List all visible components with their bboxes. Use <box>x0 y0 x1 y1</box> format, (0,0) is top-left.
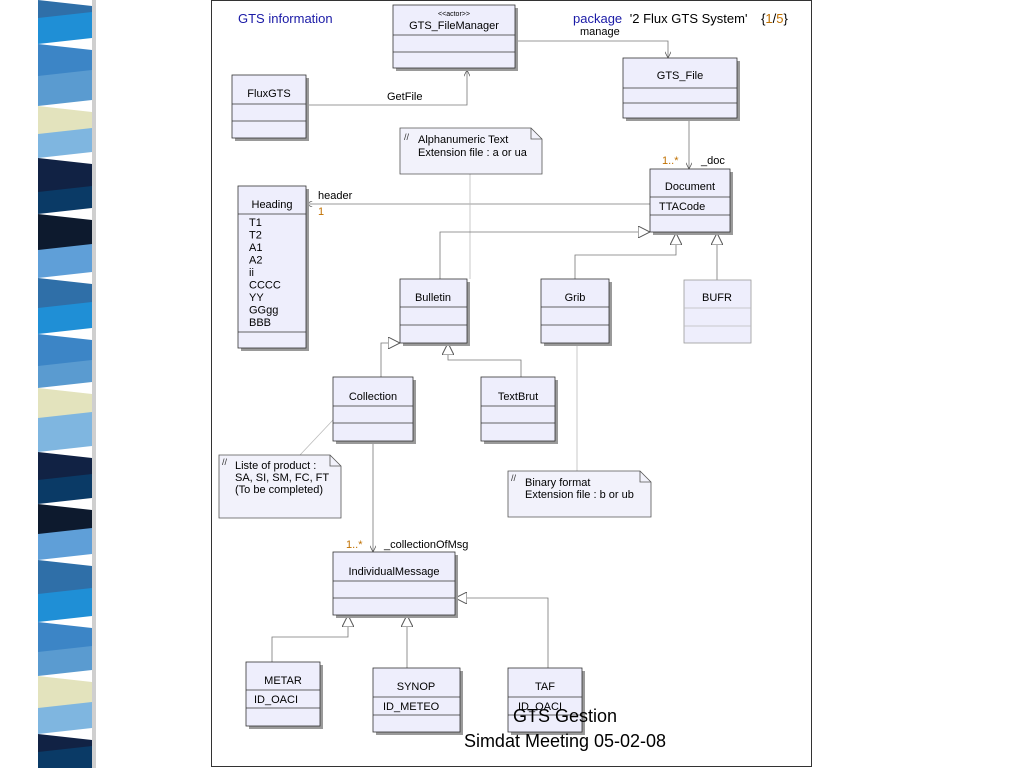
class-metar[interactable]: METAR ID_OACI <box>245 661 323 729</box>
package-label: package '2 Flux GTS System' {1/5} <box>573 11 789 26</box>
note-binary-line-2: Extension file : b or ub <box>525 489 634 501</box>
stripe-block <box>38 412 92 452</box>
class-individualmessage[interactable]: IndividualMessage <box>332 551 458 618</box>
gts-file-name: GTS_File <box>657 70 703 82</box>
fluxgts-name: FluxGTS <box>247 88 290 100</box>
msg-role-label: _collectionOfMsg <box>383 539 468 551</box>
grib-generalization <box>574 233 676 279</box>
stripe-block <box>38 528 92 560</box>
stripe-shadow <box>92 0 96 768</box>
msg-multiplicity: 1..* <box>346 539 363 551</box>
stripe-block <box>38 302 92 334</box>
class-synop[interactable]: SYNOP ID_METEO <box>372 667 463 735</box>
note-products-line-2: SA, SI, SM, FC, FT <box>235 472 329 484</box>
stripe-block <box>38 70 92 106</box>
heading-attr: A1 <box>249 242 262 254</box>
note-binary: // Binary format Extension file : b or u… <box>507 470 652 518</box>
grib-name: Grib <box>565 292 586 304</box>
class-gts-file[interactable]: GTS_File <box>622 57 740 121</box>
stripe-block <box>38 746 92 768</box>
manage-link <box>515 40 668 58</box>
collection-name: Collection <box>349 391 397 403</box>
class-taf[interactable]: TAF ID_OACI <box>507 667 585 735</box>
heading-attr: T1 <box>249 217 262 229</box>
heading-attr: BBB <box>249 317 271 329</box>
collection-generalization <box>380 343 400 377</box>
class-grib[interactable]: Grib <box>540 278 612 346</box>
heading-attr: YY <box>249 292 264 304</box>
svg-text://: // <box>404 132 410 142</box>
gts-filemanager-stereotype: <<actor>> <box>438 11 470 18</box>
synop-attr: ID_METEO <box>383 701 440 713</box>
heading-name: Heading <box>252 199 293 211</box>
note-products-anchor <box>299 419 334 456</box>
class-fluxgts[interactable]: FluxGTS <box>231 74 309 141</box>
heading-attr: T2 <box>249 230 262 242</box>
individualmessage-name: IndividualMessage <box>348 566 439 578</box>
stripe-block <box>38 646 92 676</box>
note-alpha-line-1: Alphanumeric Text <box>418 134 508 146</box>
metar-name: METAR <box>264 675 302 687</box>
stripe-block <box>38 360 92 388</box>
note-products-line-3: (To be completed) <box>235 484 323 496</box>
getfile-label: GetFile <box>387 91 422 103</box>
doc-role-label: _doc <box>700 155 725 167</box>
footer-line-2: Simdat Meeting 05-02-08 <box>463 731 667 751</box>
note-products-line-1: Liste of product : <box>235 460 316 472</box>
class-gts-filemanager[interactable]: <<actor>> GTS_FileManager <box>392 4 518 71</box>
taf-name: TAF <box>535 681 555 693</box>
class-bufr[interactable]: BUFR <box>683 279 752 344</box>
synop-name: SYNOP <box>397 681 436 693</box>
stripe-block <box>38 128 92 158</box>
connectors <box>271 40 717 668</box>
svg-text://: // <box>511 473 517 483</box>
metar-generalization <box>271 615 348 662</box>
stripe-block <box>38 474 92 504</box>
note-products: // Liste of product : SA, SI, SM, FC, FT… <box>218 454 342 519</box>
stripe-block <box>38 12 92 44</box>
taf-attr: ID_OACI <box>518 701 562 713</box>
header-role-label: header <box>318 190 353 202</box>
bufr-name: BUFR <box>702 292 732 304</box>
stripe-block <box>38 702 92 734</box>
class-collection[interactable]: Collection <box>332 376 416 444</box>
stripe-block <box>38 186 92 214</box>
taf-generalization <box>455 598 549 668</box>
note-alpha-line-2: Extension file : a or ua <box>418 147 528 159</box>
bulletin-generalization <box>439 232 650 279</box>
manage-label: manage <box>580 26 620 38</box>
class-bulletin[interactable]: Bulletin <box>399 278 470 346</box>
heading-attr: CCCC <box>249 280 281 292</box>
textbrut-name: TextBrut <box>498 391 538 403</box>
document-attr-ttacode: TTACode <box>659 201 705 213</box>
note-binary-line-1: Binary format <box>525 477 590 489</box>
footer-line-1: GTS Gestion <box>512 706 618 726</box>
doc-multiplicity: 1..* <box>662 155 679 167</box>
metar-attr: ID_OACI <box>254 694 298 706</box>
heading-attr: A2 <box>249 255 262 267</box>
document-name: Document <box>665 181 715 193</box>
getfile-link <box>306 70 467 106</box>
stripe-block <box>38 244 92 278</box>
class-document[interactable]: Document TTACode <box>649 168 733 235</box>
decorative-stripe <box>0 0 118 768</box>
bulletin-name: Bulletin <box>415 292 451 304</box>
stripe-block <box>38 588 92 622</box>
note-alphanumeric: // Alphanumeric Text Extension file : a … <box>399 127 543 175</box>
class-textbrut[interactable]: TextBrut <box>480 376 558 444</box>
heading-attr: ii <box>249 267 254 279</box>
class-heading[interactable]: Heading T1 T2 A1 A2 ii CCCC YY GGgg BBB <box>237 185 309 351</box>
heading-attr: GGgg <box>249 305 278 317</box>
textbrut-generalization <box>448 343 522 377</box>
gts-filemanager-name: GTS_FileManager <box>409 20 499 32</box>
header-multiplicity: 1 <box>318 206 324 218</box>
svg-text://: // <box>222 457 228 467</box>
diagram-title: GTS information <box>238 11 333 26</box>
